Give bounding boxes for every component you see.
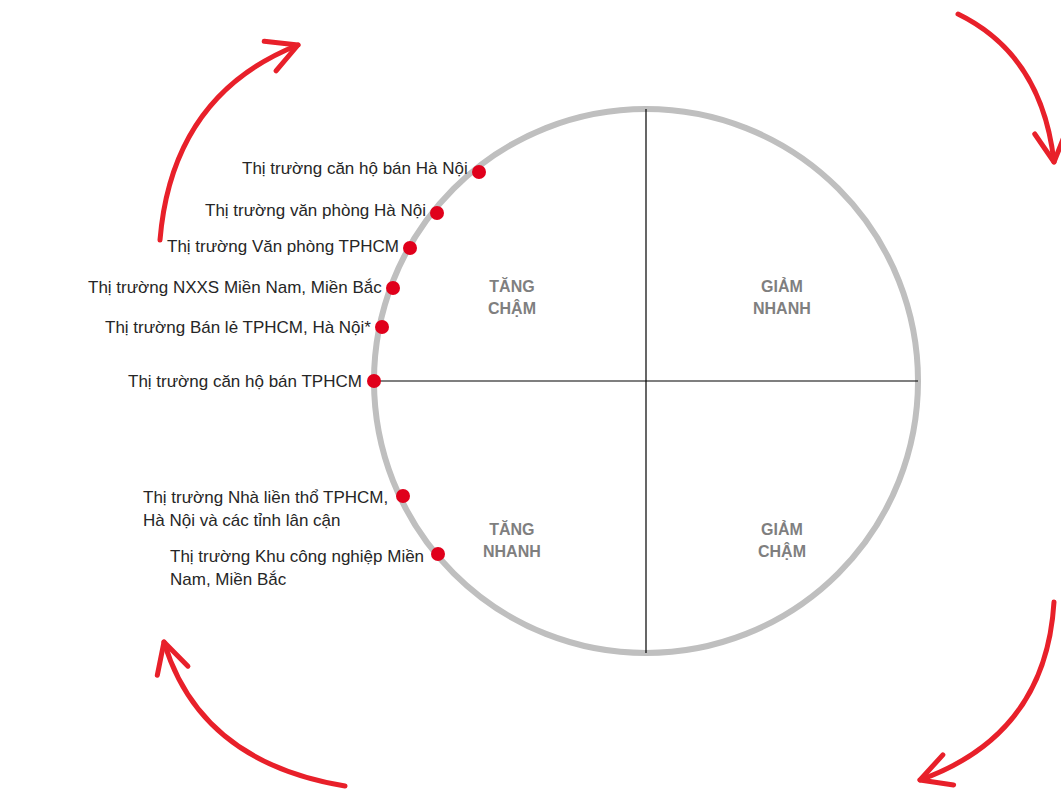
quadrant-label: GIẢM CHẬM [758,519,806,563]
market-label: Thị trường căn hộ bán Hà Nội [242,157,468,180]
cycle-arrow [164,642,345,786]
market-label: Thị trường Khu công nghiệp Miền Nam, Miề… [170,545,428,591]
market-label: Thị trường Văn phòng TPHCM [167,235,399,258]
market-label: Thị trường NXXS Miền Nam, Miền Bắc [88,276,382,299]
quadrant-label: TĂNG CHẬM [488,276,536,320]
quadrant-label: GIẢM NHANH [753,276,811,320]
quadrant-region: GIẢM NHANH [753,276,811,320]
market-label: Thị trường văn phòng Hà Nội [205,199,426,222]
market-dot [472,165,486,179]
axis-line [645,109,646,653]
market-label: Thị trường căn hộ bán TPHCM [128,370,362,393]
cycle-arrow [920,602,1054,780]
market-dot [403,241,417,255]
quadrant-region: TĂNG CHẬM [488,276,536,320]
cycle-arrow [958,14,1054,162]
market-label: Thị trường Bán lẻ TPHCM, Hà Nội* [105,316,371,339]
market-dot [375,320,389,334]
quadrant-region: TĂNG NHANH [483,519,541,563]
quadrant-region: GIẢM CHẬM [758,519,806,563]
quadrant-label: TĂNG NHANH [483,519,541,563]
cycle-circle [374,109,918,653]
market-dot [430,206,444,220]
market-dot [431,547,445,561]
market-dot [367,374,381,388]
market-dot [396,489,410,503]
market-label: Thị trường Nhà liền thổ TPHCM, Hà Nội và… [143,486,392,532]
market-dot [386,281,400,295]
